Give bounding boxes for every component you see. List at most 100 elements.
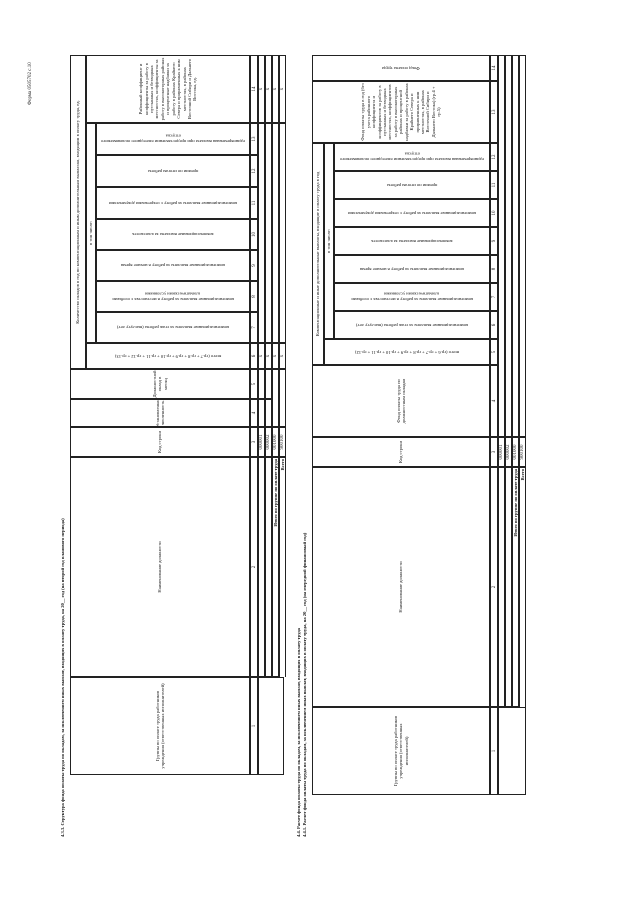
- col-number: 7: [250, 312, 258, 343]
- total-code: 900100: [519, 437, 526, 467]
- col-number: 13: [490, 81, 498, 143]
- col-code-header: Код строки: [70, 427, 250, 457]
- col-number: 11: [250, 187, 258, 219]
- salary-cell: [258, 369, 265, 399]
- values-cell: [265, 123, 272, 343]
- col13-header: единовременная выплата при предоставлени…: [96, 123, 250, 155]
- col-number: 6: [250, 343, 258, 369]
- col11-header: премии по итогам работы: [334, 171, 490, 199]
- col-number: 12: [250, 155, 258, 187]
- row-code: 000002: [265, 427, 272, 457]
- values-cell: [519, 55, 526, 437]
- allowances-group-header: Количество окладов в год по компенсацион…: [70, 55, 86, 369]
- col-number: 3: [250, 427, 258, 457]
- col-number: 2: [250, 457, 258, 677]
- values-cell: [272, 123, 279, 343]
- col-total-header: всего (гр.6 + гр.7 + гр.8 + гр.9 + гр.10…: [324, 339, 490, 365]
- col-number: 5: [490, 339, 498, 365]
- col13-header: Фонд оплаты труда в год (без учета район…: [312, 81, 490, 143]
- subtotal-label: Итого по группе по оплате труда: [512, 467, 519, 707]
- subtotal-code: 001000: [512, 437, 519, 467]
- col-group-header: Группы по оплате труда работников учрежд…: [312, 707, 490, 795]
- row-code: 000002: [505, 437, 512, 467]
- values-cell: [512, 55, 519, 437]
- col11-header: компенсационные выплаты за работу с секр…: [96, 187, 250, 219]
- col10-header: компенсационные выплаты за работу с секр…: [334, 199, 490, 227]
- col-number: 4: [250, 399, 258, 427]
- group-cell: [258, 677, 284, 775]
- x-mark: x: [258, 55, 265, 123]
- group-cell: [498, 707, 526, 795]
- col-number: 7: [490, 283, 498, 311]
- total-label: Всего: [279, 457, 286, 677]
- col-number: 8: [490, 255, 498, 283]
- x-mark: x: [258, 343, 265, 369]
- row-code: 000001: [258, 427, 265, 457]
- col-number: 12: [490, 143, 498, 171]
- position-cell: [258, 457, 265, 677]
- x-mark: x: [279, 55, 286, 123]
- x-mark: x: [272, 343, 279, 369]
- total-empty: [279, 369, 286, 427]
- col-position-header: Наименование должности: [70, 457, 250, 677]
- col6-header: компенсационные выплаты за стаж работы (…: [334, 311, 490, 339]
- col-number: 1: [490, 707, 498, 795]
- col-number: 13: [250, 123, 258, 155]
- col12-header: единовременная выплата при предоставлени…: [334, 143, 490, 171]
- col-number: 9: [250, 250, 258, 281]
- position-cell: [505, 467, 512, 707]
- allowances-group-header: Компенсационные и иные дополнительные вы…: [312, 143, 324, 365]
- col-number: 10: [250, 219, 258, 250]
- position-cell: [265, 457, 272, 677]
- col12-header: премии по итогам работы: [96, 155, 250, 187]
- staff-cell: [265, 399, 272, 427]
- col-salary-header: Должностной оклад в месяц: [70, 369, 250, 399]
- col-number: 10: [490, 199, 498, 227]
- col8-header: компенсационные выплаты за работу в мест…: [96, 281, 250, 312]
- col-total-header: всего (гр.7 + гр.8 + гр.9 + гр.10 + гр.1…: [86, 343, 250, 369]
- salary-cell: [265, 369, 272, 399]
- col-group-header: Группы по оплате труда работников учрежд…: [70, 677, 250, 775]
- col-staff-header: Установленная численность: [70, 399, 250, 427]
- including-header: в том числе:: [324, 143, 334, 339]
- col8-header: компенсационные выплаты за работу в ночн…: [334, 255, 490, 283]
- values-cell: [498, 55, 505, 437]
- staff-cell: [258, 399, 265, 427]
- col-number: 4: [490, 365, 498, 437]
- col-number: 14: [490, 55, 498, 81]
- col-number: 8: [250, 281, 258, 312]
- col-number: 11: [490, 171, 498, 199]
- col-number: 5: [250, 369, 258, 399]
- col9-header: компенсационные выплаты за работу в ночн…: [96, 250, 250, 281]
- col-number: 9: [490, 227, 498, 255]
- col-number: 3: [490, 437, 498, 467]
- x-mark: x: [279, 343, 286, 369]
- total-code: 900100: [279, 427, 286, 457]
- subtotal-label: Итого по группе по оплате труда: [272, 457, 279, 677]
- col-number: 14: [250, 55, 258, 123]
- row-code: 000001: [498, 437, 505, 467]
- values-cell: [258, 123, 265, 343]
- position-cell: [498, 467, 505, 707]
- including-header: в том числе:: [86, 123, 96, 343]
- values-cell: [505, 55, 512, 437]
- x-mark: x: [265, 343, 272, 369]
- subtotal-empty: [272, 369, 279, 427]
- subtotal-code: 001000: [272, 427, 279, 457]
- col7-header: компенсационные выплаты за стаж работы (…: [96, 312, 250, 343]
- col-code-header: Код строки: [312, 437, 490, 467]
- col-number: 2: [490, 467, 498, 707]
- values-cell: [279, 123, 286, 343]
- form-code: Форма 0505702 с.10: [28, 62, 33, 105]
- table-433-title: 4.3.3. Структура фонда оплаты труда по о…: [60, 518, 65, 837]
- col-fund-header: Фонд оплаты труда по должностным окладам: [312, 365, 490, 437]
- col-position-header: Наименование должности: [312, 467, 490, 707]
- section-441-title: 4.4.1. Расчет фонда оплаты труда по окла…: [302, 532, 307, 837]
- x-mark: x: [272, 55, 279, 123]
- col-number: 6: [490, 311, 498, 339]
- col-number: 1: [250, 677, 258, 775]
- col14-header: Районный коэффициент и коэффициенты за р…: [86, 55, 250, 123]
- col7-header: компенсационные выплаты за работу в мест…: [334, 283, 490, 311]
- table-433: Группы по оплате труда работников учрежд…: [70, 55, 315, 775]
